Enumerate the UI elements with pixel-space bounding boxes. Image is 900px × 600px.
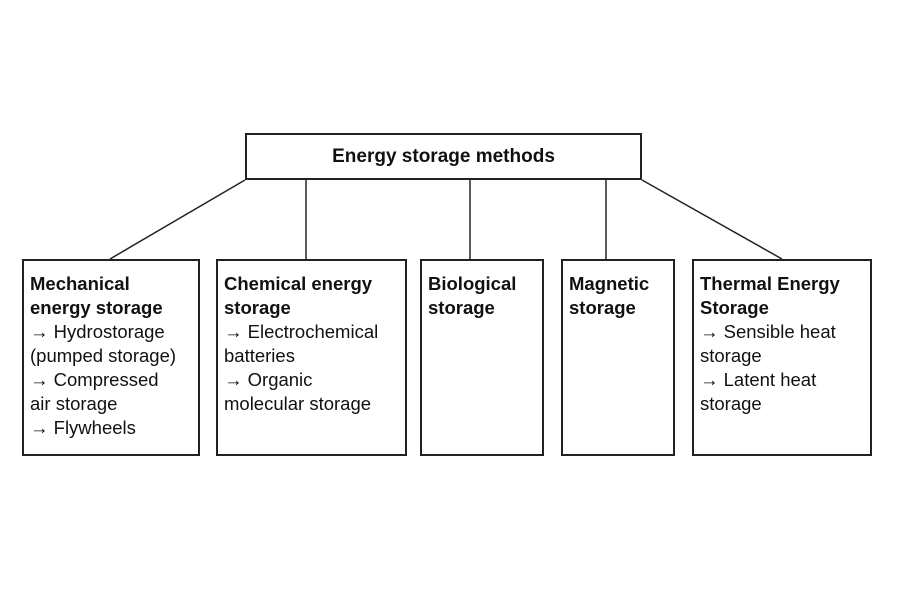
category-item: → Latent heat storage bbox=[700, 369, 817, 414]
category-title: Mechanical energy storage bbox=[30, 273, 163, 318]
category-chemical: Chemical energy storage → Electrochemica… bbox=[216, 259, 407, 456]
category-thermal: Thermal Energy Storage → Sensible heat s… bbox=[692, 259, 872, 456]
root-title: Energy storage methods bbox=[332, 145, 555, 167]
root-node: Energy storage methods bbox=[245, 133, 642, 180]
category-items: → Electrochemical batteries → Organic mo… bbox=[224, 320, 405, 416]
category-title: Thermal Energy Storage bbox=[700, 273, 840, 318]
category-mechanical: Mechanical energy storage → Hydrostorage… bbox=[22, 259, 200, 456]
connector-thermal bbox=[641, 179, 783, 260]
category-magnetic: Magnetic storage bbox=[561, 259, 675, 456]
category-title: Biological storage bbox=[428, 273, 517, 318]
category-item: → Hydrostorage (pumped storage) bbox=[30, 321, 177, 366]
category-title: Magnetic storage bbox=[569, 273, 650, 318]
category-items: → Hydrostorage (pumped storage) → Compre… bbox=[30, 320, 198, 440]
category-biological: Biological storage bbox=[420, 259, 544, 456]
connector-mechanical bbox=[109, 179, 246, 260]
category-item: → Organic molecular storage bbox=[224, 369, 372, 414]
category-item: → Flywheels bbox=[30, 417, 136, 438]
category-title: Chemical energy storage bbox=[224, 273, 373, 318]
category-item: → Electrochemical batteries bbox=[224, 321, 379, 366]
category-items: → Sensible heat storage → Latent heat st… bbox=[700, 320, 870, 416]
category-item: → Compressed air storage bbox=[30, 369, 159, 414]
category-item: → Sensible heat storage bbox=[700, 321, 836, 366]
